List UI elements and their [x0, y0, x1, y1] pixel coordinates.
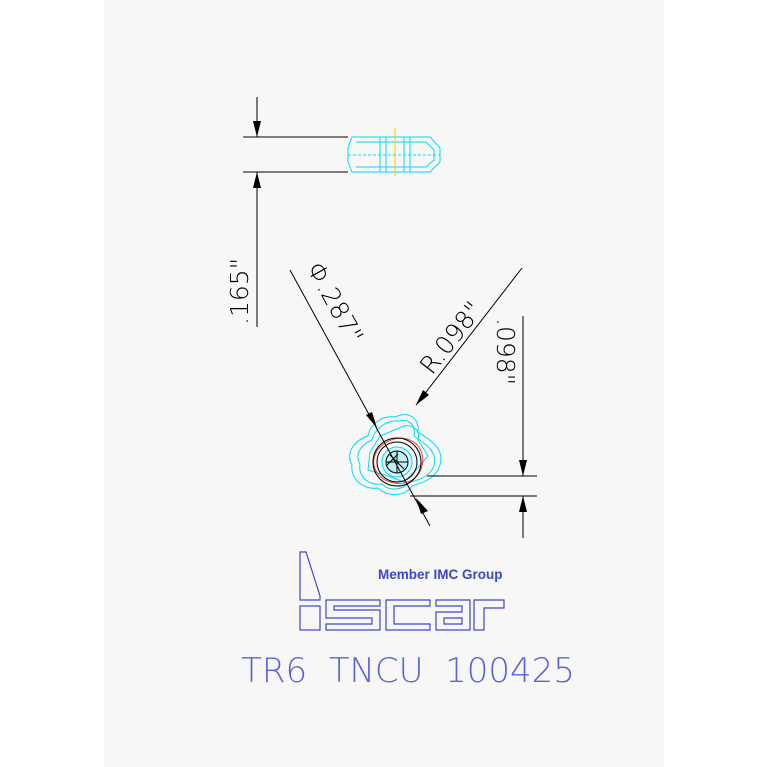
thickness-label: .165": [225, 258, 254, 325]
insert-side-view: [347, 128, 441, 176]
part-number: TR6 TNCU 100425: [241, 651, 575, 691]
radius-label: R.098": [414, 296, 488, 380]
drawing-sheet: [104, 0, 664, 767]
radius-dimension: [415, 267, 523, 406]
diameter-label: Φ.287": [301, 257, 369, 349]
height-dimension: [410, 316, 537, 538]
thickness-dimension: [243, 97, 348, 327]
height-label: .098": [491, 318, 520, 385]
insert-front-view: [349, 414, 442, 495]
diameter-dimension: [289, 269, 431, 527]
logo-tagline: Member IMC Group: [378, 567, 503, 582]
iscar-logo: [299, 551, 505, 631]
